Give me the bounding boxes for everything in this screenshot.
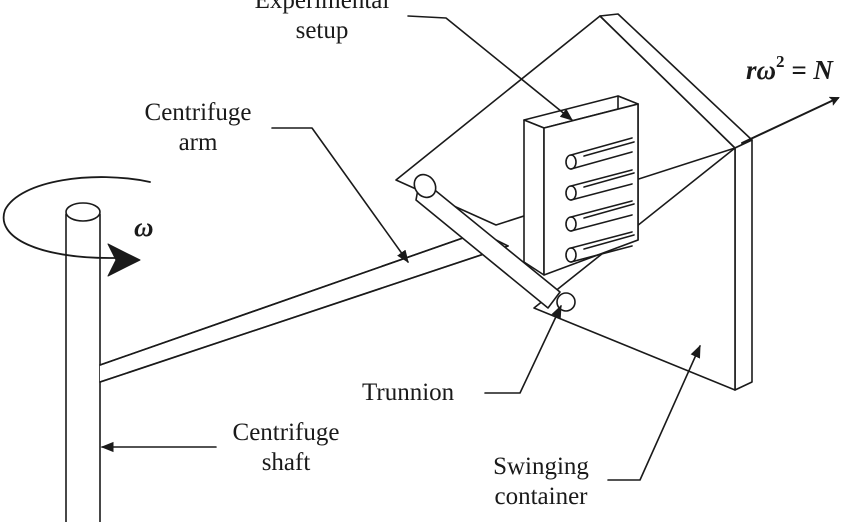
experimental-setup-block (523, 95, 639, 276)
label-line: setup (295, 17, 349, 44)
centrifuge-shaft (65, 202, 101, 522)
rotation-arrowhead (107, 243, 141, 277)
trunnion-rod (413, 173, 561, 309)
omega-symbol: ω (134, 212, 154, 242)
leader-trunnion (484, 304, 562, 394)
leader-centrifuge-arm (271, 127, 409, 264)
label-line: Centrifuge (232, 419, 340, 446)
label-centrifuge-arm: Centrifuge arm (118, 98, 278, 158)
force-equation: rω2 = N (746, 52, 833, 86)
force-lhs: rω (746, 55, 777, 85)
label-line: container (494, 483, 588, 510)
force-rhs: = N (784, 55, 833, 85)
label-centrifuge-shaft: Centrifuge shaft (206, 418, 366, 478)
rotation-arc (2, 176, 151, 259)
label-line: shaft (261, 449, 311, 476)
label-trunnion: Trunnion (362, 379, 455, 406)
leader-experimental-setup (407, 15, 573, 121)
label-line: Centrifuge (144, 99, 252, 126)
force-arrow (741, 96, 840, 144)
label-line: Experimental (254, 0, 390, 14)
label-line: Swinging (493, 453, 589, 480)
force-exponent: 2 (776, 52, 785, 71)
centrifuge-arm (99, 231, 509, 383)
test-tube (565, 169, 635, 201)
label-line: arm (178, 129, 218, 156)
test-tube (565, 200, 635, 232)
label-experimental-setup: Experimental setup (232, 0, 412, 46)
test-tube (565, 231, 635, 263)
label-swinging-container: Swinging container (456, 452, 626, 512)
leader-swinging-container (607, 344, 701, 481)
test-tube (565, 137, 635, 170)
